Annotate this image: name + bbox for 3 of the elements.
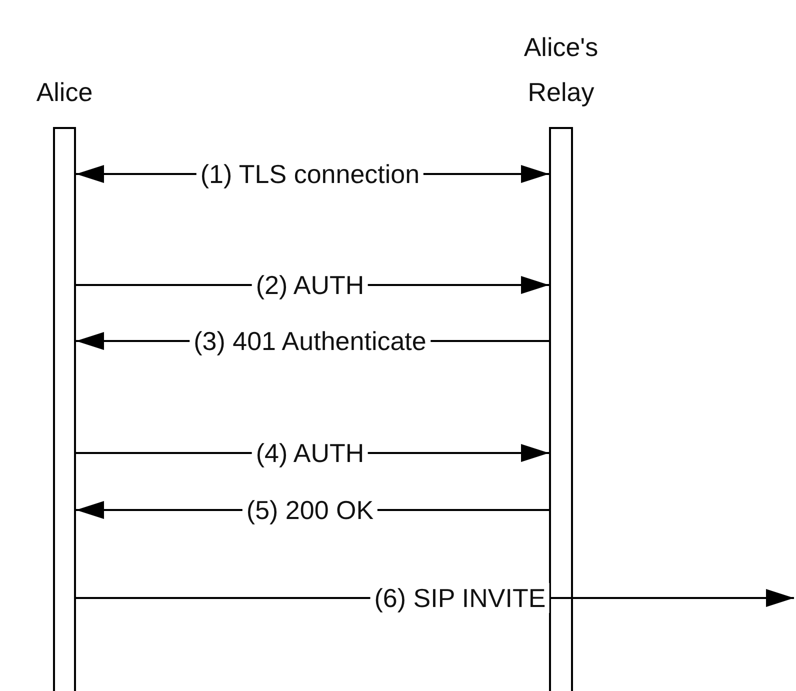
- edge-label: (6) SIP INVITE: [370, 583, 550, 613]
- participant-name: Alice: [35, 76, 94, 109]
- participant-name: Alice's Relay: [522, 31, 600, 109]
